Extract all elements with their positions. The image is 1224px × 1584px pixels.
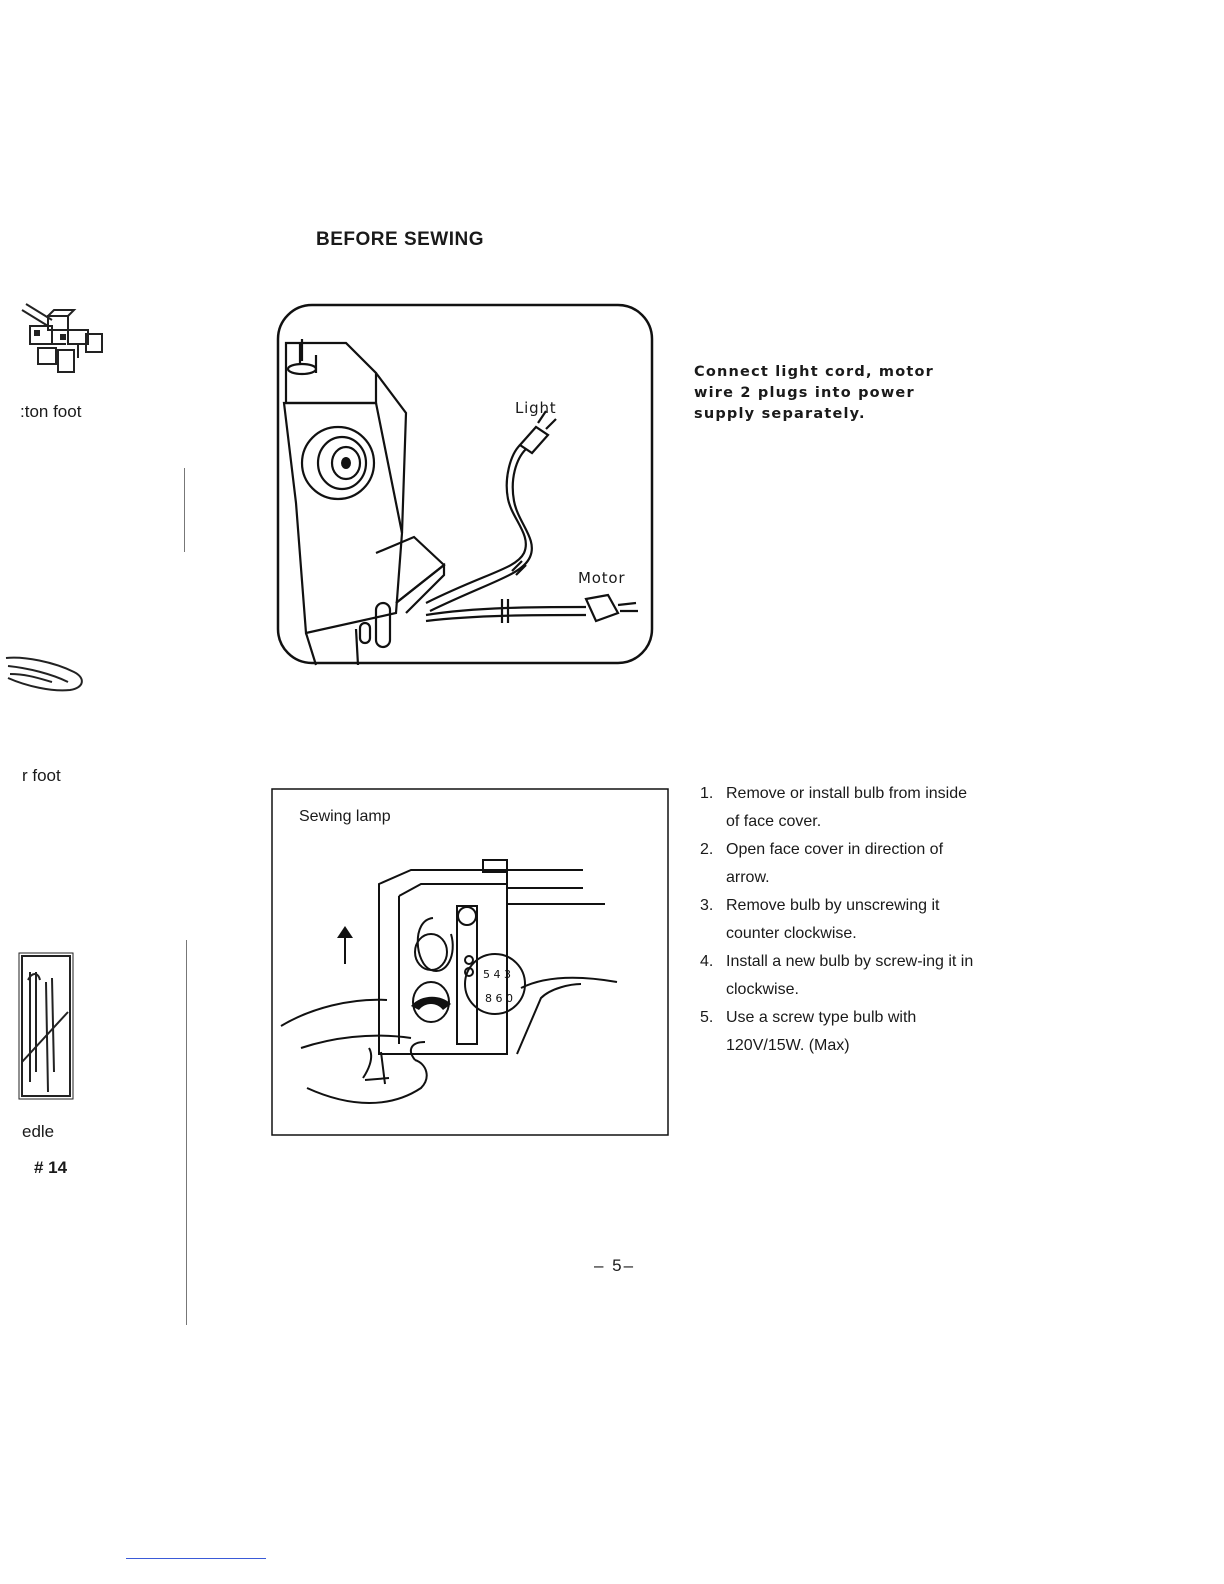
button-foot-icon — [21, 303, 103, 373]
cord-connection-caption: Connect light cord, motor wire 2 plugs i… — [694, 362, 944, 425]
needle-icon — [18, 952, 74, 1100]
margin-label-r-foot: r foot — [22, 766, 61, 785]
margin-label-button-foot: :ton foot — [20, 402, 82, 421]
bulb-replacement-steps: 1.Remove or install bulb from inside of … — [700, 780, 975, 1060]
label-light: Light — [515, 399, 557, 417]
gutter-rule-top — [184, 468, 185, 552]
page-title: BEFORE SEWING — [316, 229, 485, 250]
footer-rule — [126, 1558, 266, 1559]
list-item: 3.Remove bulb by unscrewing it counter c… — [700, 897, 940, 942]
page-number: – 5– — [594, 1256, 636, 1275]
margin-label-needle: edle — [22, 1122, 55, 1141]
sewing-lamp-title: Sewing lamp — [299, 808, 391, 825]
gutter-rule-bottom — [186, 940, 187, 1325]
list-item: 4.Install a new bulb by screw-ing it in … — [700, 953, 974, 998]
label-motor: Motor — [578, 569, 626, 587]
svg-text:8 6 0: 8 6 0 — [485, 992, 513, 1005]
svg-text:5 4 3: 5 4 3 — [483, 968, 511, 981]
sewing-machine-illustration — [276, 303, 654, 666]
list-item: 1.Remove or install bulb from inside of … — [700, 785, 967, 830]
caption-line-1: Connect light cord, motor — [694, 364, 935, 380]
list-item: 5.Use a screw type bulb with 120V/15W. (… — [700, 1009, 917, 1054]
caption-line-2: wire 2 plugs into power — [694, 385, 915, 401]
caption-line-3: supply separately. — [694, 406, 866, 422]
face-cover-illustration: 5 4 3 8 6 0 — [271, 788, 669, 1136]
list-item: 2.Open face cover in direction of arrow. — [700, 841, 944, 886]
margin-label-needle-size: # 14 — [34, 1158, 68, 1177]
presser-foot-icon — [5, 656, 83, 692]
